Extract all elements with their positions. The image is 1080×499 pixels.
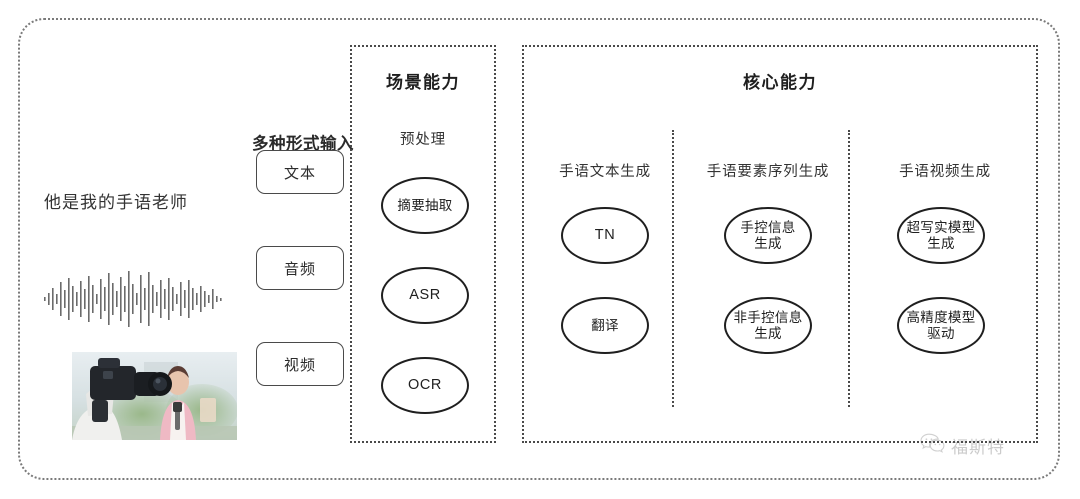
node-label: 非手控信息生成 — [733, 309, 803, 341]
core-node-translation[interactable]: 翻译 — [561, 297, 649, 354]
input-button-label: 视频 — [283, 356, 316, 374]
core-node-hyperrealistic-model-generation[interactable]: 超写实模型生成 — [897, 207, 985, 264]
scene-panel-title: 场景能力 — [386, 73, 460, 92]
node-label: TN — [594, 226, 616, 243]
input-area: 多种形式输入 他是我的手语老师 — [30, 30, 354, 470]
core-node-manual-info-generation[interactable]: 手控信息生成 — [724, 207, 812, 264]
scene-group-label: 预处理 — [400, 132, 446, 148]
core-column-sign-element-sequence-generation: 手语要素序列生成 手控信息生成 非手控信息生成 — [680, 47, 856, 441]
column-divider — [848, 130, 850, 407]
core-column-label: 手语视频生成 — [899, 164, 991, 180]
node-label: ASR — [409, 286, 441, 303]
node-label: 手控信息生成 — [740, 219, 796, 251]
node-label: 超写实模型生成 — [906, 219, 976, 251]
core-column-sign-text-generation: 手语文本生成 TN 翻译 — [530, 47, 680, 441]
core-node-high-precision-model-driving[interactable]: 高精度模型驱动 — [897, 297, 985, 354]
core-node-tn[interactable]: TN — [561, 207, 649, 264]
audio-waveform-icon — [42, 268, 227, 330]
sample-text: 他是我的手语老师 — [44, 193, 188, 212]
input-button-label: 音频 — [283, 260, 316, 278]
input-button-label: 文本 — [283, 164, 316, 182]
node-label: OCR — [407, 376, 443, 393]
input-button-audio[interactable]: 音频 — [256, 246, 344, 290]
input-area-heading: 多种形式输入 — [252, 135, 354, 153]
core-node-non-manual-info-generation[interactable]: 非手控信息生成 — [724, 297, 812, 354]
core-column-label: 手语要素序列生成 — [706, 164, 830, 180]
core-capability-panel: 核心能力 手语文本生成 TN 翻译 手语要素序列生成 手控信息生成 非手控信息生… — [522, 45, 1038, 443]
scene-node-ocr[interactable]: OCR — [381, 357, 469, 414]
node-label: 高精度模型驱动 — [906, 309, 976, 341]
diagram-outer-frame — [18, 18, 1060, 480]
node-label: 摘要抽取 — [397, 197, 453, 213]
node-label: 翻译 — [591, 317, 619, 333]
input-button-text[interactable]: 文本 — [256, 150, 344, 194]
column-divider — [672, 130, 674, 407]
core-panel-title: 核心能力 — [743, 73, 817, 92]
video-thumbnail-image — [72, 352, 237, 440]
scene-node-summary-extraction[interactable]: 摘要抽取 — [381, 177, 469, 234]
core-column-sign-video-generation: 手语视频生成 超写实模型生成 高精度模型驱动 — [856, 47, 1034, 441]
input-button-video[interactable]: 视频 — [256, 342, 344, 386]
scene-node-asr[interactable]: ASR — [381, 267, 469, 324]
core-column-label: 手语文本生成 — [559, 164, 651, 180]
scene-capability-panel: 场景能力 预处理 摘要抽取 ASR OCR — [350, 45, 496, 443]
